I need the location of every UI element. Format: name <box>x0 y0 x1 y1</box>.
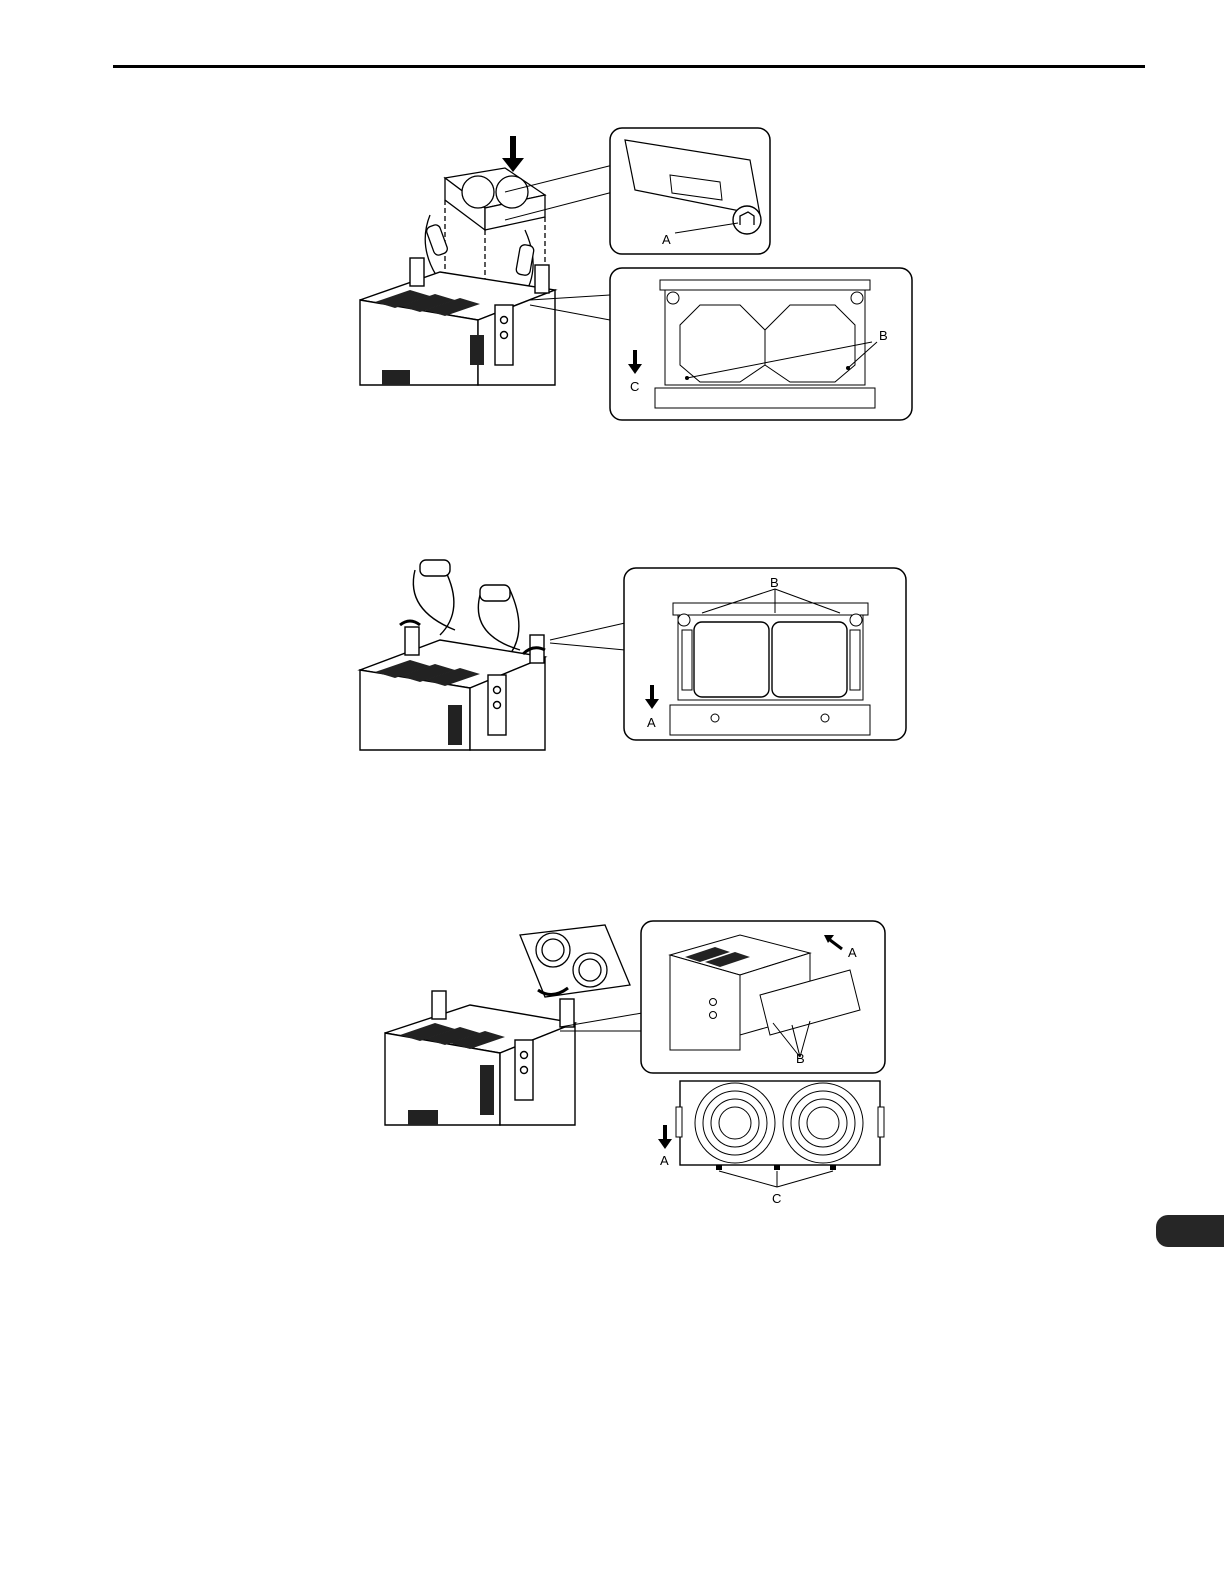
figure-install-fan-unit: A B C <box>330 120 930 430</box>
chapter-tab <box>1156 1215 1224 1247</box>
callout-c: C <box>630 379 639 394</box>
header-rule <box>113 65 1145 68</box>
callout-a: A <box>848 945 857 960</box>
callout-c: C <box>772 1191 781 1206</box>
inset-front-view: B C <box>610 268 912 420</box>
drive-body-3 <box>385 991 575 1125</box>
fan-cover-assembly <box>520 925 630 997</box>
insert-direction-arrow <box>502 136 524 172</box>
callout-a: A <box>647 715 656 730</box>
drive-body-2 <box>360 560 545 750</box>
figure-install-fan-cover: B A C A <box>380 915 890 1215</box>
inset-front-view-2: B A <box>624 568 906 740</box>
callout-a: A <box>662 232 671 247</box>
figure-tighten-screws: B A <box>330 555 920 755</box>
callout-a: A <box>660 1153 669 1168</box>
callout-b: B <box>879 328 888 343</box>
fan-cover-front-view: C A <box>658 1081 884 1206</box>
drive-body <box>360 258 555 385</box>
inset-hook-detail: A <box>610 128 770 254</box>
callout-b: B <box>796 1051 805 1066</box>
inset-hook-view: B A <box>641 921 885 1073</box>
inset-leader-lines-2 <box>550 623 625 650</box>
callout-b: B <box>770 575 779 590</box>
